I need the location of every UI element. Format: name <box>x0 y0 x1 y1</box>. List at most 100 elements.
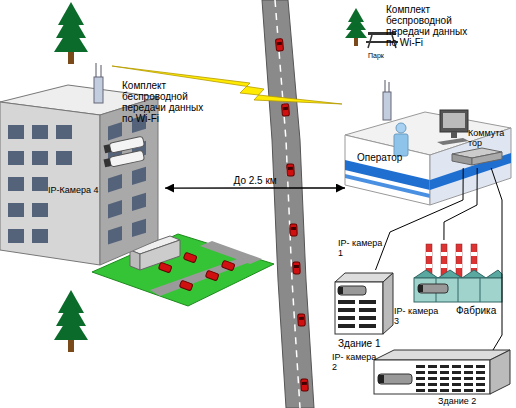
building-shape <box>440 371 449 374</box>
office-building-shape <box>94 77 103 103</box>
network-switch-shape <box>472 152 502 165</box>
network-cable <box>491 168 502 350</box>
tree <box>68 338 74 352</box>
car <box>299 317 304 320</box>
building-shape <box>452 371 461 374</box>
factory-shape <box>426 264 432 268</box>
building-shape <box>378 375 384 383</box>
building-shape <box>416 383 425 386</box>
building-shape <box>440 365 449 368</box>
operator-building-shape <box>345 135 430 205</box>
office-building-shape <box>32 151 48 165</box>
factory-shape <box>441 252 447 256</box>
office-building-shape <box>108 200 122 218</box>
car <box>293 262 300 274</box>
node-label: Здание 1 <box>338 338 398 349</box>
building-shape <box>428 371 437 374</box>
car <box>302 382 307 385</box>
building-shape <box>464 377 473 380</box>
building-shape <box>338 324 355 328</box>
operator-building-shape <box>396 123 406 133</box>
office-building-shape <box>132 219 146 237</box>
building-shape <box>464 389 473 392</box>
road <box>262 0 314 408</box>
building-shape <box>440 377 449 380</box>
camera-label: IP- камера 2 <box>332 352 378 372</box>
building-shape <box>464 383 473 386</box>
network-cable <box>444 168 477 240</box>
car <box>298 314 306 326</box>
network-switch-shape <box>452 154 472 165</box>
car <box>287 164 295 176</box>
office-building-shape <box>96 63 97 77</box>
car <box>294 265 299 268</box>
road <box>262 0 314 408</box>
factory-shape <box>418 285 423 292</box>
building-shape <box>359 300 376 304</box>
building-shape <box>452 383 461 386</box>
office-building-shape <box>56 125 72 139</box>
office-building-shape <box>56 151 72 165</box>
device-callout: Комплект беспроводной передачи данных по… <box>122 80 210 124</box>
building-shape <box>416 377 425 380</box>
office-building-shape <box>104 158 112 167</box>
car <box>283 107 288 110</box>
factory-shape <box>456 244 462 278</box>
parking-lot <box>130 250 140 270</box>
building-shape <box>428 365 437 368</box>
office-building-shape <box>0 102 100 265</box>
parking-lot <box>221 260 235 271</box>
office-building-shape <box>132 193 146 211</box>
building-shape <box>374 360 490 394</box>
factory-shape <box>441 264 447 268</box>
office-building-shape <box>101 65 102 77</box>
operator-building-shape <box>389 82 390 92</box>
factory-shape <box>426 252 432 256</box>
place-label: Парк <box>368 52 398 60</box>
tree <box>345 24 367 38</box>
building-shape <box>338 308 355 312</box>
building-shape <box>476 383 485 386</box>
network-switch: Коммута тор <box>452 128 508 168</box>
parking-lot <box>158 262 172 273</box>
building-shape <box>440 389 449 392</box>
building-shape <box>464 371 473 374</box>
office-building-shape <box>109 150 144 167</box>
network-cable <box>376 168 464 270</box>
office-building-shape <box>108 174 122 192</box>
operator-building-shape <box>440 110 468 132</box>
factory-shape <box>458 278 459 302</box>
office-building-shape <box>32 229 48 243</box>
operator-building-shape <box>430 153 511 190</box>
parking-lot <box>183 252 197 263</box>
parking-lot <box>221 260 235 271</box>
car <box>277 42 282 45</box>
operator-building-shape <box>383 92 391 120</box>
office-building-shape <box>104 144 112 153</box>
building-shape <box>428 389 437 392</box>
factory-shape <box>471 264 477 268</box>
node-label: Коммута тор <box>468 128 508 148</box>
building-shape <box>374 350 510 360</box>
car <box>293 262 300 274</box>
building-shape <box>428 377 437 380</box>
parking-lot <box>205 270 219 281</box>
building: Здание 2 <box>374 350 514 408</box>
car <box>282 104 290 116</box>
building-shape <box>335 282 383 334</box>
factory-shape <box>471 252 477 256</box>
car <box>290 224 297 236</box>
camera-label: IP- камера 3 <box>394 306 440 326</box>
building-shape <box>359 324 376 328</box>
building: Здание 1 <box>330 270 395 352</box>
building-shape <box>452 389 461 392</box>
road <box>275 0 300 408</box>
office-building-shape <box>8 203 24 217</box>
tree <box>54 290 88 352</box>
building-shape <box>476 377 485 380</box>
factory-shape <box>414 270 502 278</box>
building-shape <box>416 371 425 374</box>
tree <box>54 313 88 340</box>
building-shape <box>338 287 343 294</box>
parking-lot <box>158 262 172 273</box>
